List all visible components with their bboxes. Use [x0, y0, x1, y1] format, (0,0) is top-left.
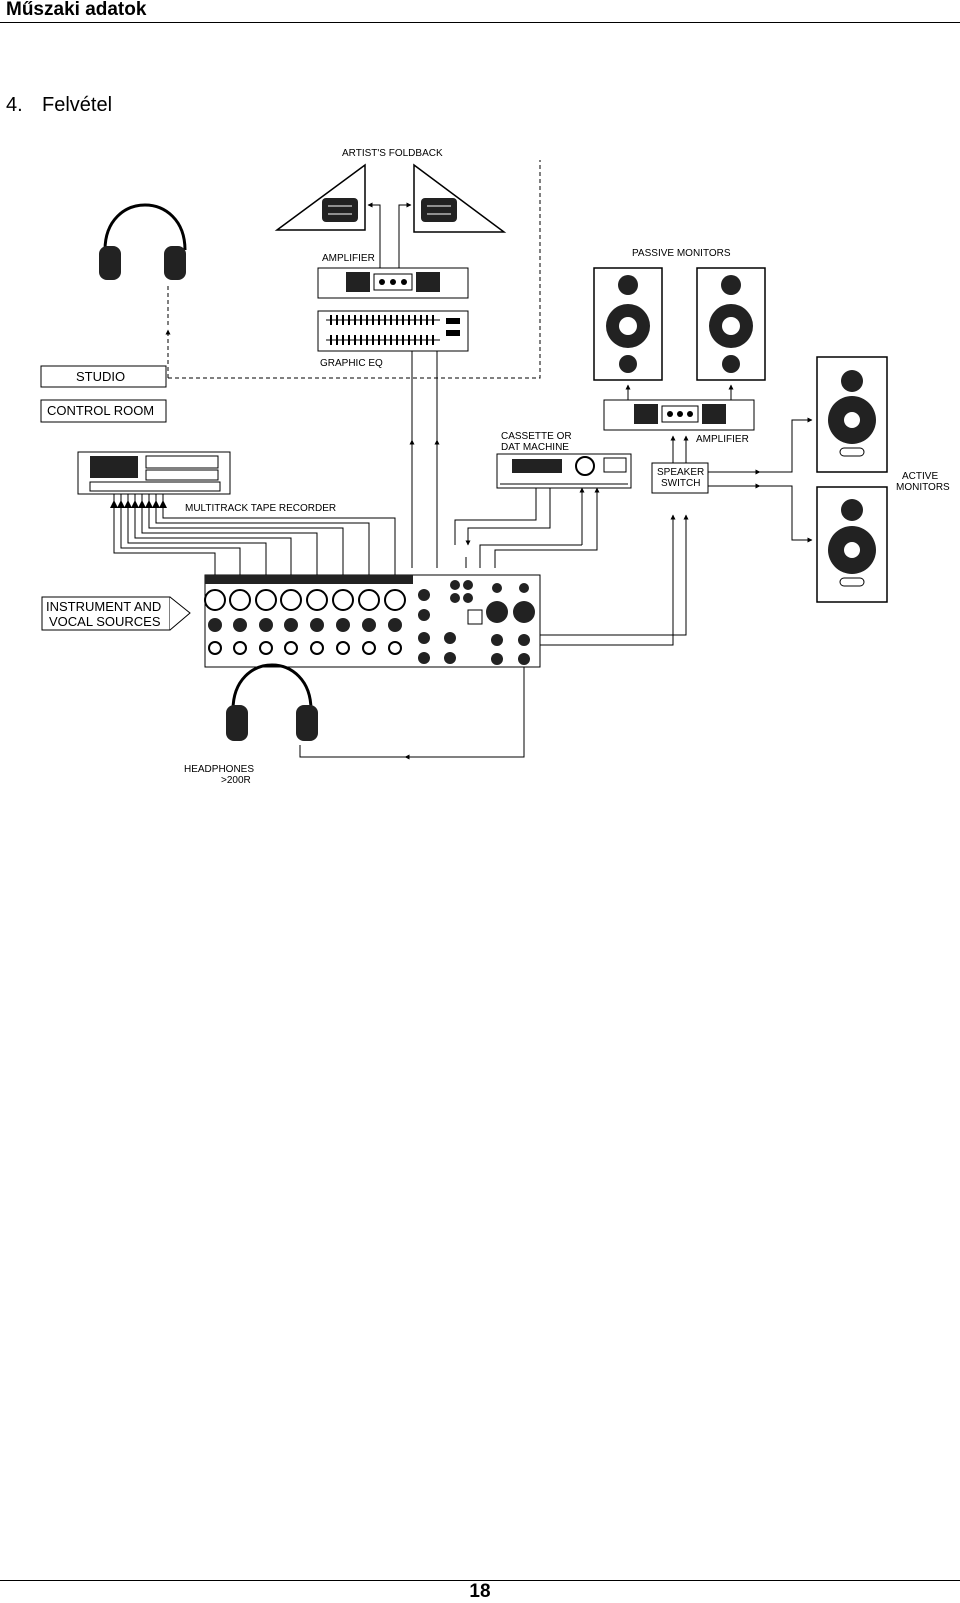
active-monitor-top-icon — [816, 356, 888, 473]
speaker-switch-box — [651, 462, 709, 494]
foldback-wedge-left-icon — [274, 163, 366, 231]
recording-setup-diagram: ARTIST'S FOLDBACK AMPLIFIER GRAPHIC EQ P… — [40, 148, 950, 786]
footer-rule — [0, 1580, 960, 1581]
label-instrument-1: INSTRUMENT AND — [46, 599, 161, 614]
studio-headphones-icon — [99, 203, 187, 280]
mixing-console-icon — [204, 574, 541, 668]
label-cassette-1: CASSETTE OR — [501, 431, 572, 442]
studio-label-box — [40, 365, 167, 388]
graphic-eq-icon — [317, 310, 469, 352]
label-studio: STUDIO — [76, 369, 125, 384]
label-speaker-switch-2: SWITCH — [661, 478, 700, 489]
foldback-wedge-right-icon — [413, 163, 507, 233]
control-room-label-box — [40, 399, 167, 423]
cassette-dat-machine-icon — [496, 453, 632, 489]
active-monitor-bottom-icon — [816, 486, 888, 603]
label-active-monitors-2: MONITORS — [896, 482, 950, 493]
header-rule — [0, 22, 960, 23]
section-title: Felvétel — [42, 94, 113, 116]
control-room-headphones-icon — [226, 663, 318, 741]
multitrack-recorder-icon — [77, 451, 231, 495]
foldback-amplifier-icon — [317, 267, 469, 299]
monitor-amplifier-icon — [603, 399, 755, 431]
passive-monitor-left-icon — [593, 267, 663, 381]
label-graphic-eq: GRAPHIC EQ — [320, 358, 383, 369]
section-number: 4. — [6, 94, 23, 116]
page-number: 18 — [469, 1581, 491, 1602]
section-heading: 4. Felvétel — [6, 94, 112, 117]
label-artists-foldback: ARTIST'S FOLDBACK — [342, 148, 443, 159]
label-multitrack: MULTITRACK TAPE RECORDER — [185, 503, 336, 514]
label-active-monitors-1: ACTIVE — [902, 471, 938, 482]
page-header-title: Műszaki adatok — [6, 0, 147, 20]
label-speaker-switch-1: SPEAKER — [657, 467, 704, 478]
label-instrument-2: VOCAL SOURCES — [49, 614, 161, 629]
studio-boundary — [168, 160, 541, 379]
label-headphones-2: >200R — [221, 775, 251, 786]
label-amplifier-right: AMPLIFIER — [696, 434, 749, 445]
label-amplifier-top: AMPLIFIER — [322, 253, 375, 264]
label-cassette-2: DAT MACHINE — [501, 442, 569, 453]
label-headphones-1: HEADPHONES — [184, 764, 254, 775]
instrument-sources-box — [41, 596, 191, 631]
passive-monitor-right-icon — [696, 267, 766, 381]
label-passive-monitors: PASSIVE MONITORS — [632, 248, 731, 259]
label-control-room: CONTROL ROOM — [47, 403, 154, 418]
